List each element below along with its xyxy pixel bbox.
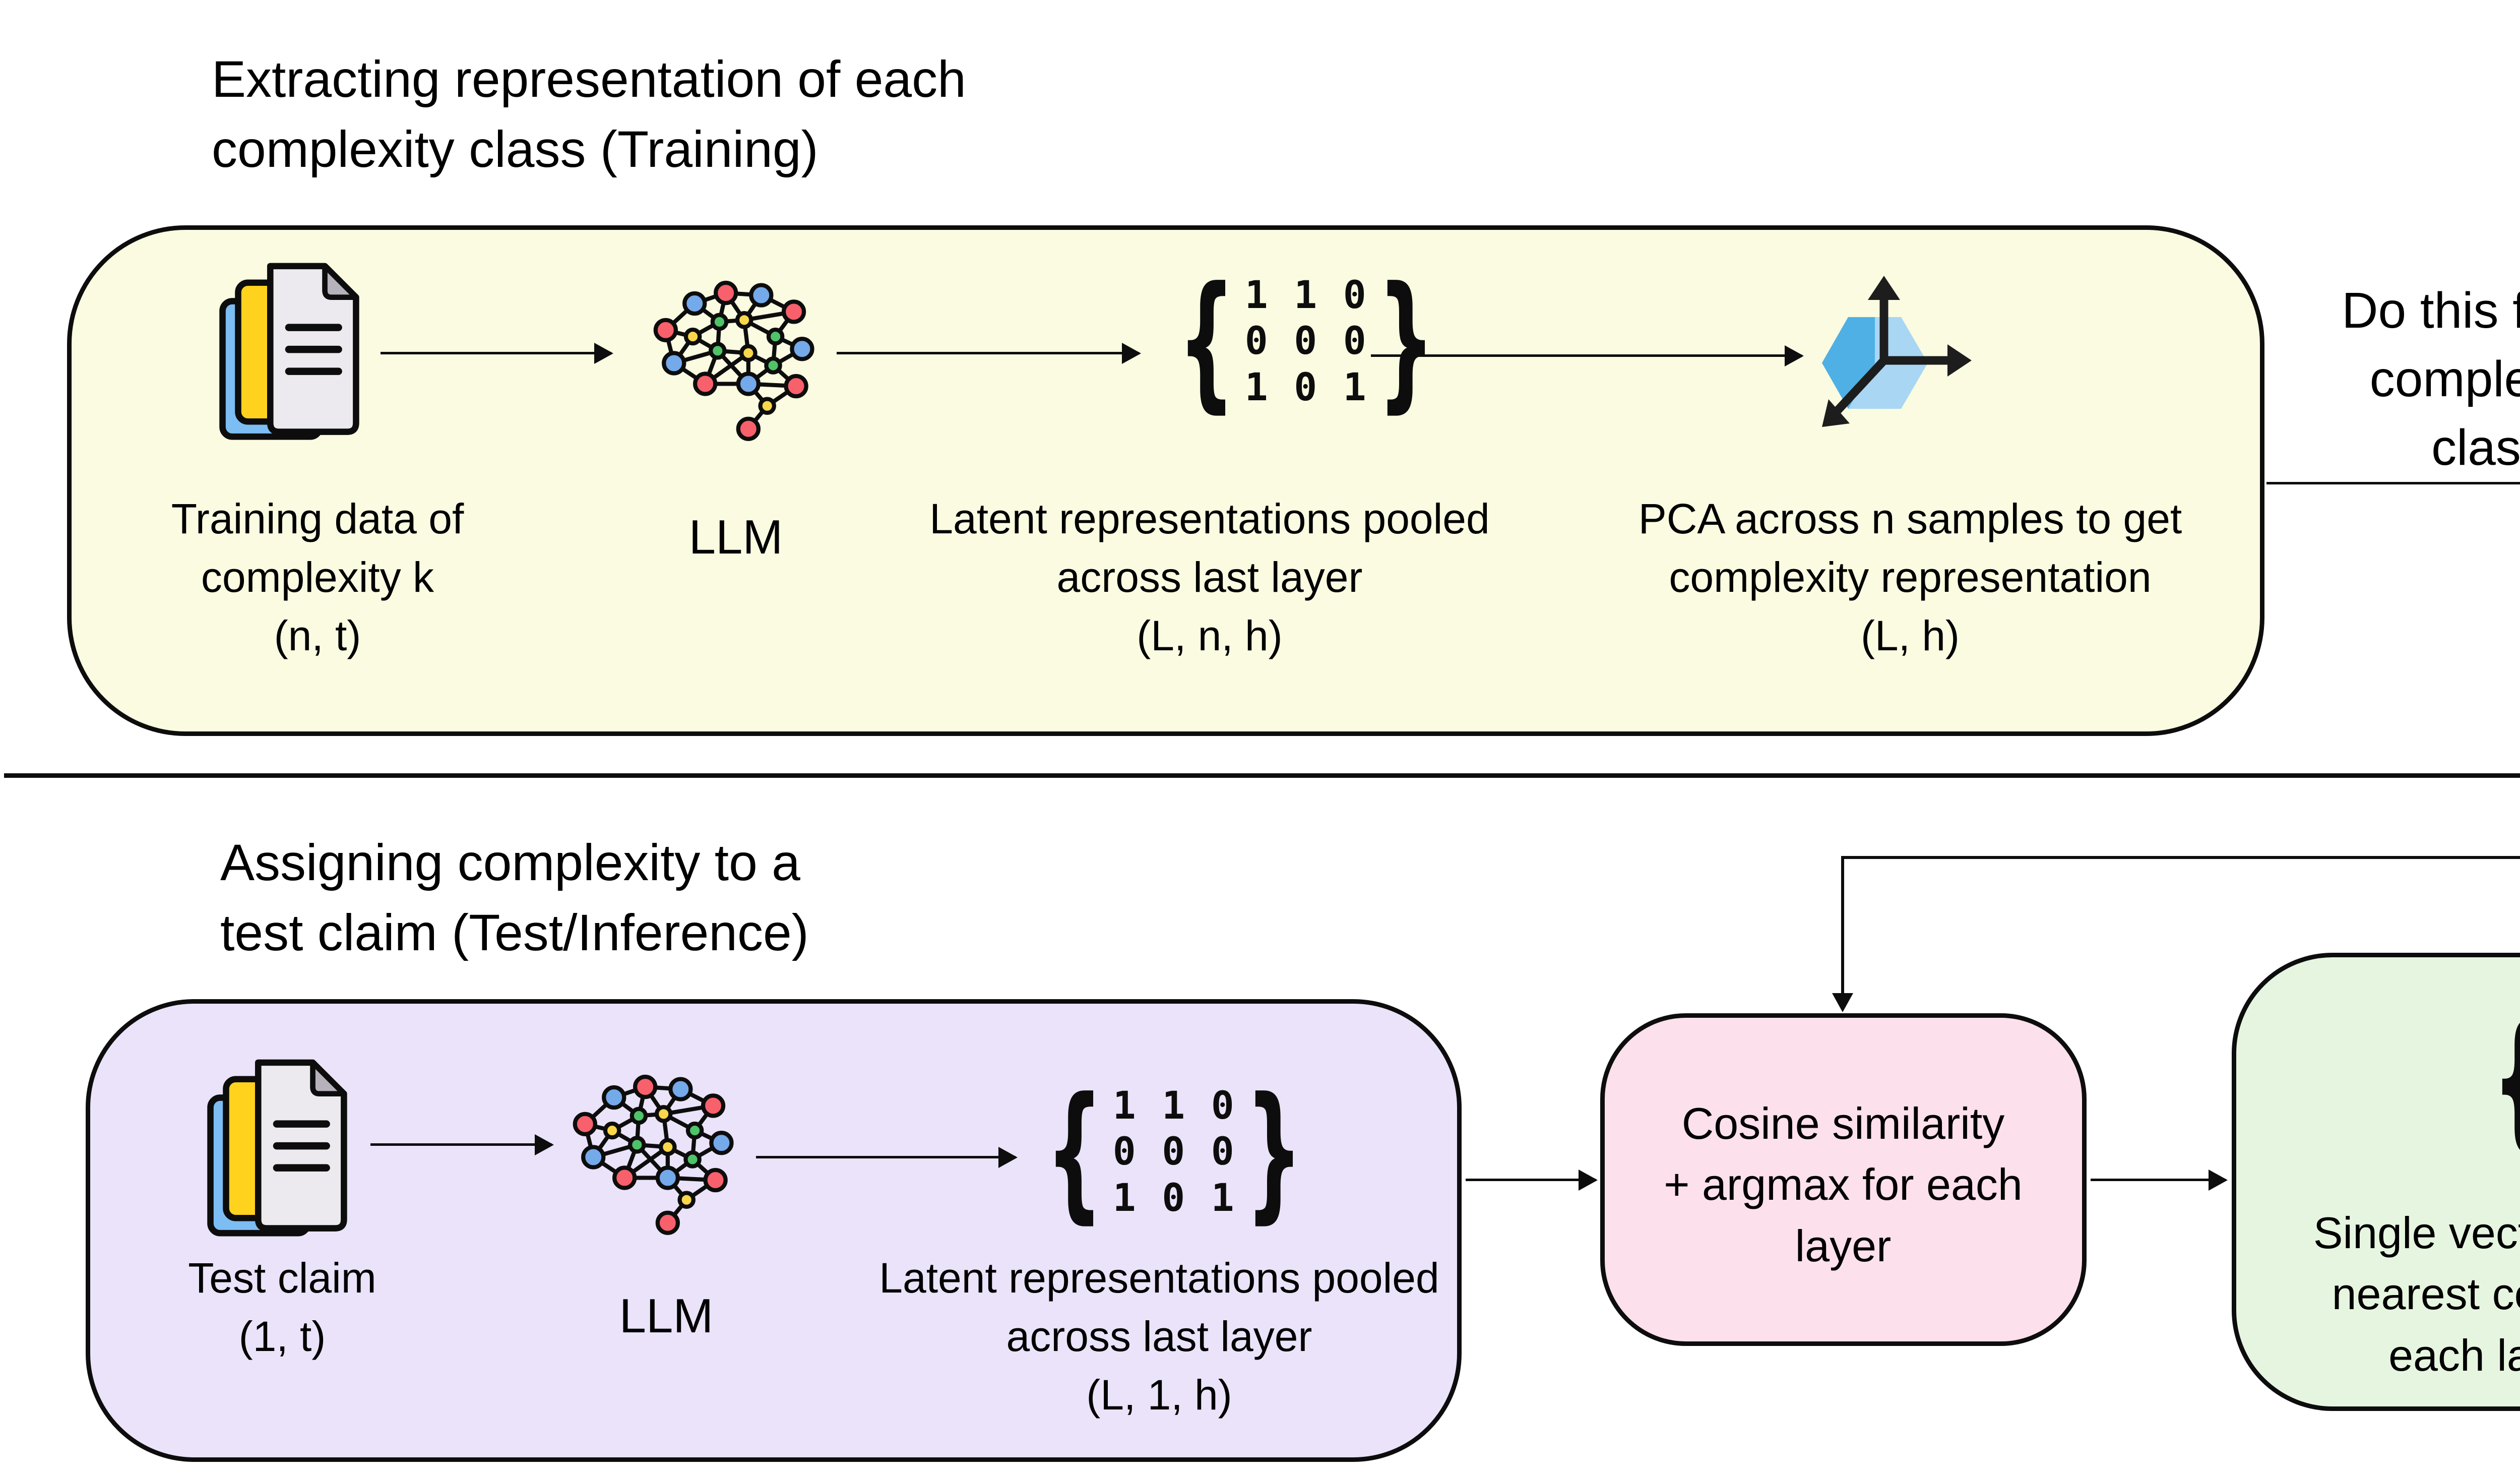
pca-axes-icon: [1822, 276, 1972, 427]
arrow-data-to-llm: [381, 342, 613, 364]
matrix-icon: { 1 1 0 0 0 0 1 0 1 }: [2469, 1006, 2520, 1153]
matrix-icon: { 1 1 0 0 0 0 1 0 1 }: [1177, 255, 1435, 426]
arrow-llm-to-latent: [837, 342, 1141, 364]
arrow-cosine-to-vector: [2091, 1169, 2228, 1191]
arrow-llm-to-latent: [756, 1146, 1018, 1168]
arrow-latent-to-cosine: [1466, 1169, 1598, 1191]
matrix-icon: { 1 1 0 0 0 0 1 0 1 }: [1045, 1066, 1303, 1237]
training-box: [67, 225, 2264, 736]
inference-section-title: Assigning complexity to a test claim (Te…: [220, 834, 809, 961]
single-vector-label: Single vector containing nearest complex…: [2313, 1208, 2520, 1380]
llm-label: LLM: [619, 1289, 714, 1343]
documents-icon: [219, 263, 359, 440]
pca-label: PCA across n samples to get complexity r…: [1638, 495, 2182, 659]
test-claim-label: Test claim (1, t): [188, 1254, 376, 1360]
documents-icon: [207, 1059, 347, 1237]
arrow-claim-to-llm: [370, 1134, 554, 1155]
llm-brain-icon: [653, 280, 814, 441]
do-all-annotation: Do this for all complexity class: [2342, 282, 2520, 476]
training-latent-label: Latent representations pooled across las…: [929, 495, 1490, 659]
connector-arrowhead: [1832, 993, 1853, 1012]
connector-vertical-to-cosine: [1841, 856, 1844, 996]
llm-brain-icon: [573, 1074, 734, 1235]
cosine-label: Cosine similarity + argmax for each laye…: [1664, 1098, 2023, 1271]
vector-box: [2232, 953, 2520, 1411]
arrow-training-to-reps: [2266, 482, 2520, 484]
cosine-box: [1600, 1013, 2087, 1346]
training-data-label: Training data of complexity k (n, t): [171, 495, 464, 659]
training-section-title: Extracting representation of each comple…: [212, 50, 966, 178]
llm-label: LLM: [688, 510, 783, 564]
arrow-latent-to-pca: [1371, 345, 1804, 366]
section-divider: [4, 773, 2520, 778]
test-latent-label: Latent representations pooled across las…: [879, 1254, 1439, 1419]
connector-horizontal: [1841, 856, 2520, 859]
